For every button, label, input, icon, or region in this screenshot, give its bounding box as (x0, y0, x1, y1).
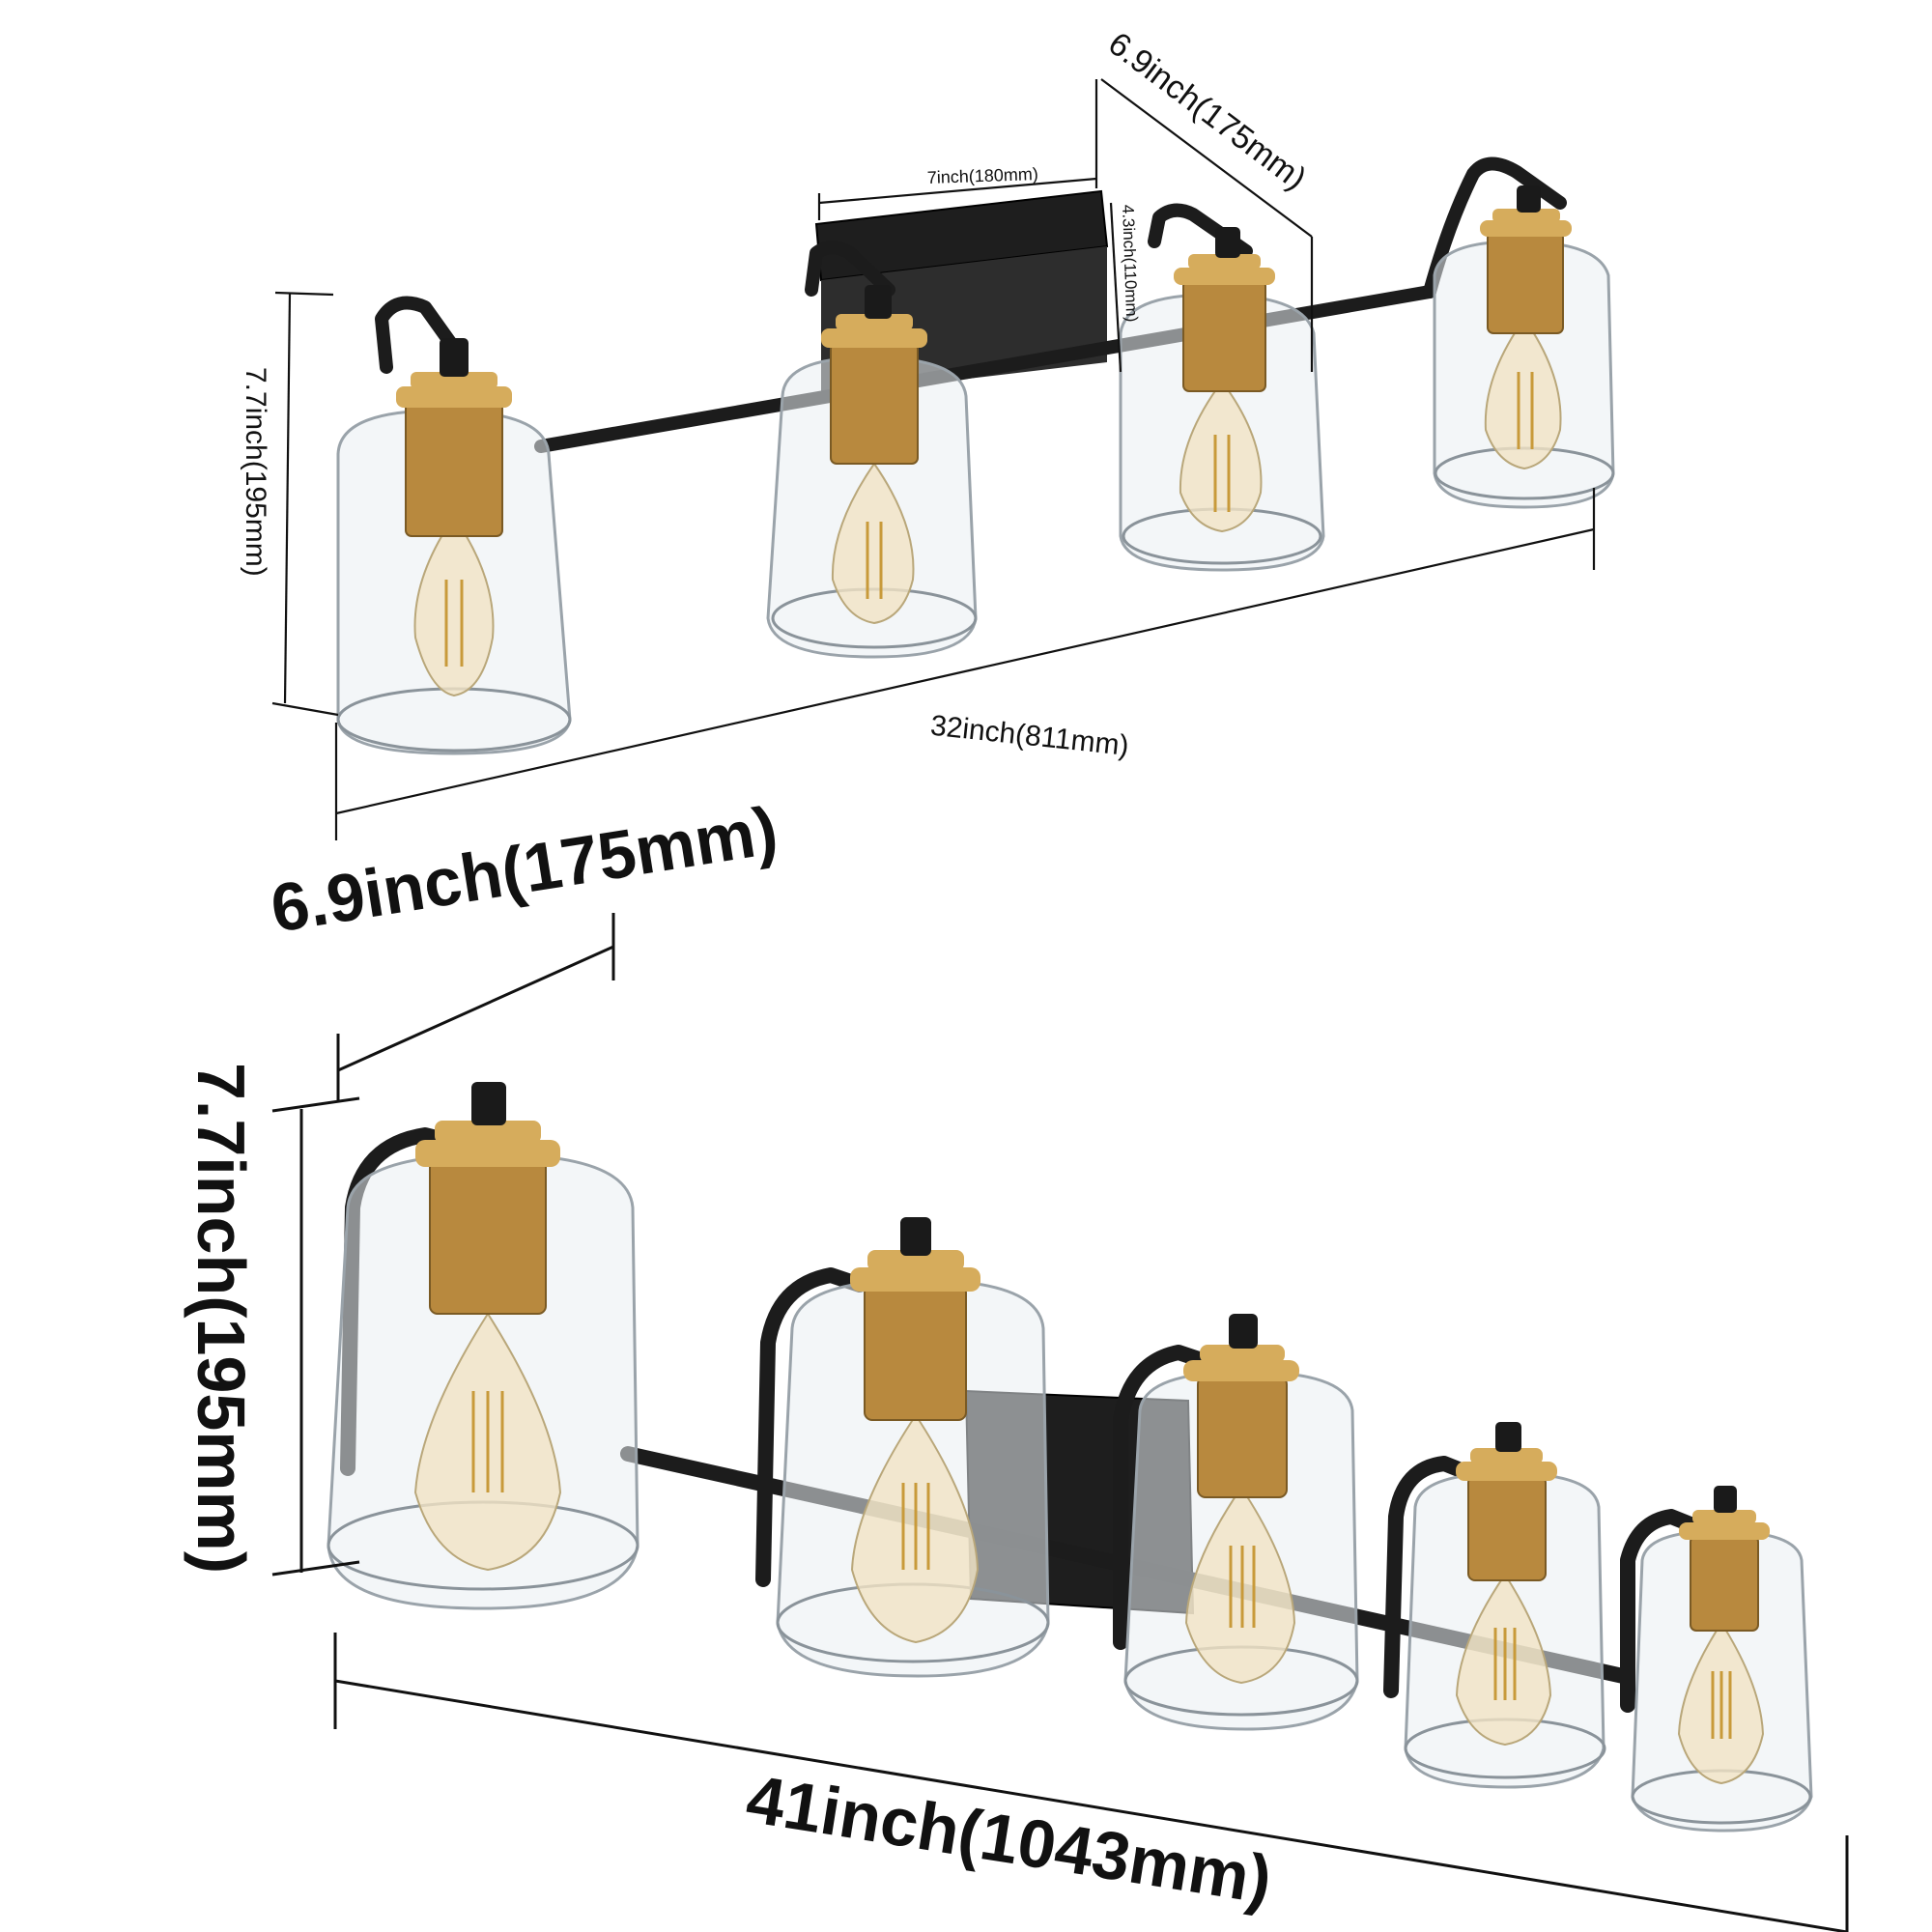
bottom-light-3 (1123, 1314, 1359, 1731)
top-height-label: 7.7inch(195mm) (240, 367, 271, 577)
top-backplate-width-label: 7inch(180mm) (926, 164, 1038, 187)
bottom-depth-label: 6.9inch(175mm) (266, 792, 782, 947)
bottom-light-4 (1404, 1422, 1606, 1789)
bottom-light-1 (327, 1082, 639, 1610)
top-light-2 (766, 285, 978, 659)
bottom-fixture (327, 1082, 1813, 1833)
bottom-dimension-lines (271, 913, 1849, 1932)
top-fixture (336, 156, 1615, 755)
bottom-width-label: 41inch(1043mm) (742, 1761, 1277, 1918)
top-light-1 (336, 338, 572, 755)
bottom-height-label: 7.7inch(195mm) (184, 1063, 259, 1574)
top-light-4 (1433, 185, 1615, 509)
top-depth-label: 6.9inch(175mm) (1101, 25, 1313, 197)
bottom-light-5 (1631, 1486, 1813, 1833)
bottom-light-2 (776, 1217, 1050, 1678)
top-light-3 (1119, 227, 1325, 572)
top-backplate-height-label: 4.3inch(110mm) (1119, 204, 1141, 322)
top-dimension-lines (271, 78, 1596, 840)
top-width-label: 32inch(811mm) (929, 710, 1131, 762)
